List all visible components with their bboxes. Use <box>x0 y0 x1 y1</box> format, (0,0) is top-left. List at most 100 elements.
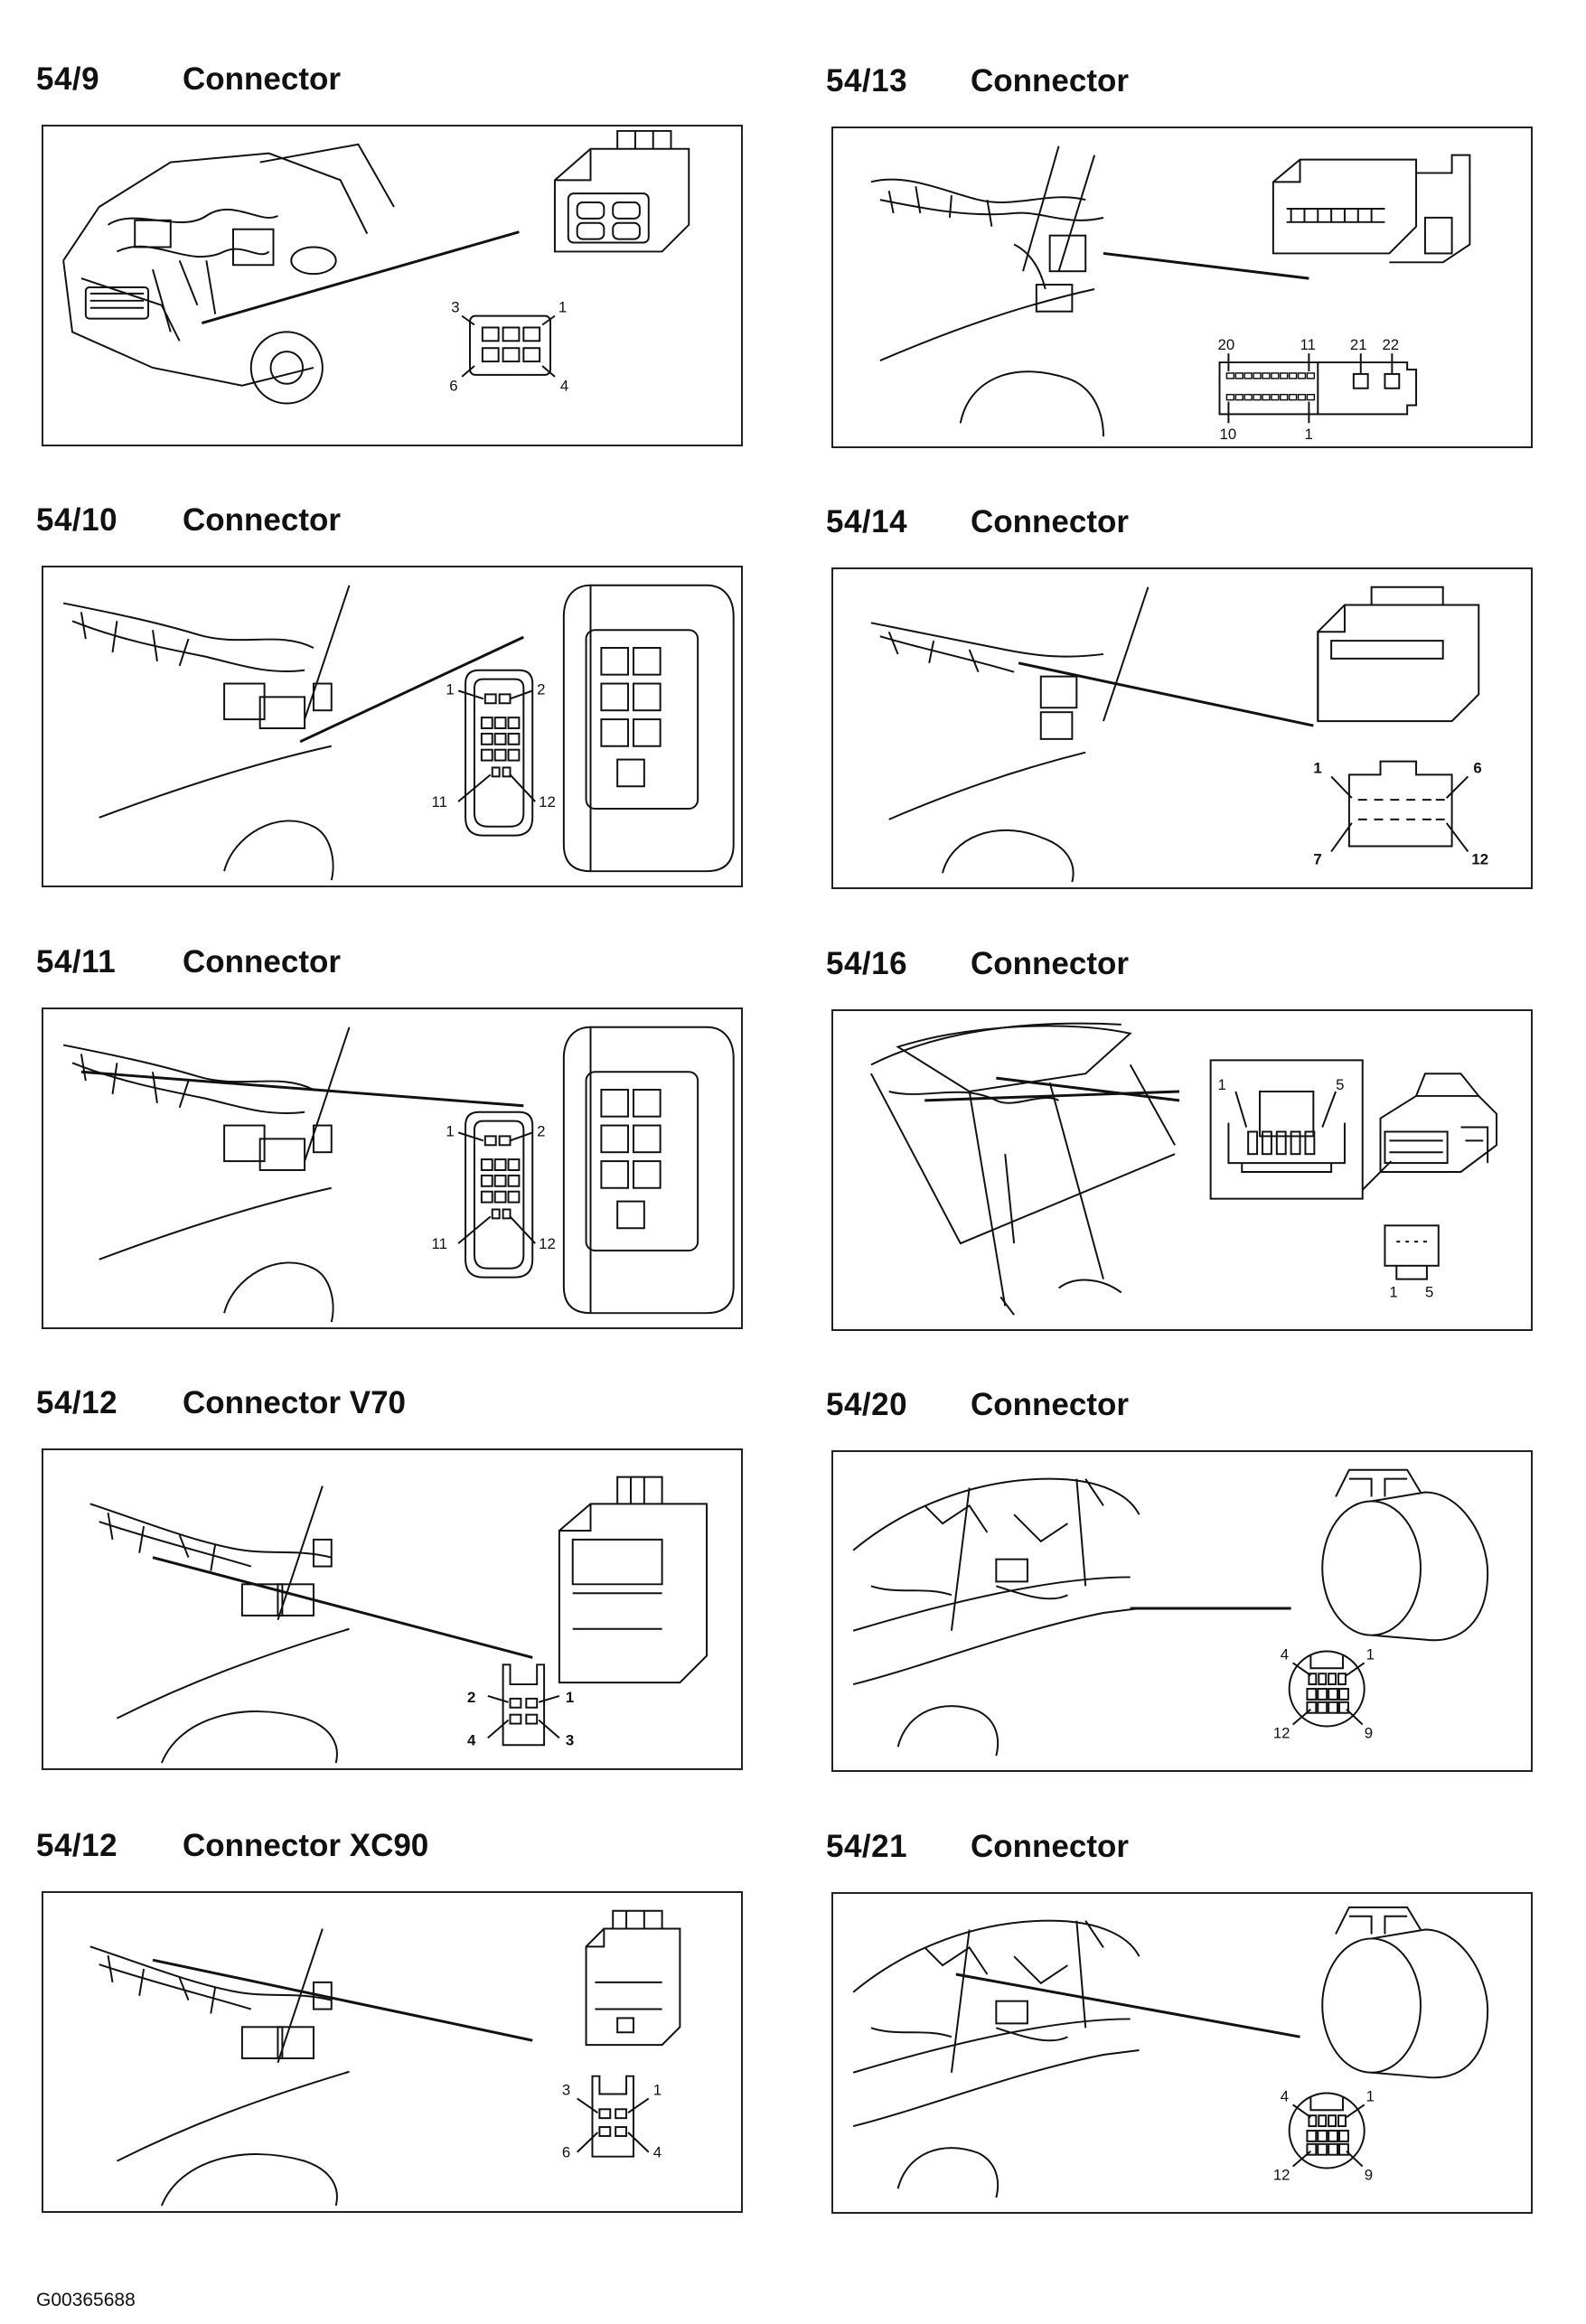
connector-code: 54/20 <box>826 1387 908 1422</box>
connector-code: 54/12 <box>36 1385 118 1420</box>
connector-diagram-panel: 3 1 6 4 <box>42 125 743 446</box>
leader-line <box>1103 251 1309 280</box>
pin-label: 9 <box>1365 2166 1373 2183</box>
pin-label: 21 <box>1350 336 1367 353</box>
wiring-harness-icon: 4 1 12 9 <box>852 1906 1489 2198</box>
pin-label: 11 <box>1300 336 1316 353</box>
connector-housing-icon <box>1321 1468 1489 1642</box>
connector-code: 54/16 <box>826 946 908 981</box>
leader-line <box>955 1973 1300 2038</box>
pin-label: 20 <box>1218 336 1235 353</box>
pin-label: 5 <box>1336 1076 1344 1093</box>
pin-layout-icon <box>1384 1224 1440 1280</box>
pin-layout-icon <box>457 669 536 837</box>
pin-label: 10 <box>1220 426 1237 443</box>
pin-label: 1 <box>1304 426 1312 443</box>
pin-label: 12 <box>1273 2166 1290 2183</box>
pin-label: 2 <box>537 680 545 698</box>
pin-label: 12 <box>1273 1724 1290 1741</box>
pin-label: 12 <box>539 1235 556 1252</box>
entry-heading: 54/12 Connector XC90 <box>36 1828 741 1882</box>
wiring-harness-icon: 4 1 12 9 <box>852 1468 1489 1757</box>
leader-line <box>152 1958 533 2042</box>
connector-diagram-panel: 1 6 7 12 <box>831 567 1533 889</box>
connector-title: Connector <box>971 1829 1129 1864</box>
pin-label: 2 <box>537 1122 545 1139</box>
connector-housing-icon <box>1321 1906 1489 2079</box>
pin-layout-icon <box>461 314 556 378</box>
connector-diagram-panel: 1 2 11 12 <box>42 566 743 887</box>
pin-label: 6 <box>562 2144 570 2161</box>
connector-code: 54/11 <box>36 944 117 979</box>
wiring-harness-icon: 3 1 6 4 <box>62 129 690 405</box>
pin-label: 1 <box>1218 1076 1226 1093</box>
connector-code: 54/21 <box>826 1829 908 1864</box>
connector-diagram-panel: 4 1 12 9 <box>831 1892 1533 2214</box>
wiring-harness-icon: 1 2 11 12 <box>62 584 735 881</box>
connector-code: 54/13 <box>826 63 908 98</box>
pin-label: 1 <box>558 299 567 316</box>
connector-title: Connector <box>971 1387 1129 1422</box>
wiring-harness-icon: 1 2 11 12 <box>62 1026 735 1323</box>
pin-label: 1 <box>566 1689 574 1706</box>
pin-label: 1 <box>446 680 454 698</box>
pin-layout-icon <box>1218 353 1418 424</box>
entry-heading: 54/13 Connector <box>826 63 1531 117</box>
pin-label: 1 <box>1389 1283 1397 1300</box>
entry-heading: 54/11 Connector <box>36 944 741 998</box>
connector-housing-icon <box>1272 154 1471 264</box>
connector-entry-54-16: 54/16 Connector <box>826 946 1533 1331</box>
leader-line <box>152 1556 533 1659</box>
connector-code: 54/14 <box>826 504 908 539</box>
connector-entry-54-21: 54/21 Connector <box>826 1829 1533 2214</box>
pin-label: 6 <box>1473 759 1481 776</box>
connector-title: Connector XC90 <box>183 1828 429 1863</box>
pin-label: 6 <box>449 378 457 395</box>
connector-title: Connector <box>183 61 341 97</box>
pin-label: 2 <box>467 1689 475 1706</box>
pin-label: 22 <box>1382 336 1399 353</box>
connector-title: Connector <box>183 944 341 979</box>
pin-label: 7 <box>1313 850 1321 867</box>
connector-title: Connector <box>971 946 1129 981</box>
connector-entry-54-12-v70: 54/12 Connector V70 <box>36 1385 743 1770</box>
pin-label: 1 <box>1366 1645 1375 1663</box>
leader-line <box>996 1076 1180 1102</box>
pin-layout-icon <box>1209 1059 1393 1200</box>
pin-label: 3 <box>562 2081 570 2098</box>
entry-heading: 54/12 Connector V70 <box>36 1385 741 1439</box>
pin-label: 11 <box>432 1235 447 1252</box>
connector-diagram-panel: 3 1 6 4 <box>42 1891 743 2213</box>
connector-entry-54-9: 54/9 Connector <box>36 61 743 446</box>
pin-layout-icon <box>576 2075 650 2158</box>
wiring-harness-icon: 1 6 7 12 <box>870 586 1488 883</box>
connector-housing-icon <box>562 1026 735 1315</box>
pin-label: 3 <box>451 299 459 316</box>
pin-label: 9 <box>1365 1724 1373 1741</box>
connector-entry-54-11: 54/11 Connector <box>36 944 743 1329</box>
connector-entry-54-20: 54/20 Connector <box>826 1387 1533 1772</box>
pin-label: 12 <box>539 793 556 811</box>
leader-line <box>1018 661 1314 727</box>
connector-title: Connector <box>183 502 341 538</box>
leader-line <box>201 230 520 324</box>
connector-diagram-panel: 2 1 4 3 <box>42 1448 743 1770</box>
pin-label: 4 <box>560 378 568 395</box>
connector-housing-icon <box>1379 1073 1498 1173</box>
connector-entry-54-12-xc90: 54/12 Connector XC90 <box>36 1828 743 2213</box>
connector-diagram-panel: 4 1 12 9 <box>831 1450 1533 1772</box>
wiring-harness-icon: 1 5 1 5 <box>870 1022 1498 1316</box>
pin-label: 4 <box>653 2144 662 2161</box>
entry-heading: 54/10 Connector <box>36 502 741 557</box>
connector-entry-54-14: 54/14 Connector <box>826 504 1533 889</box>
wiring-harness-icon: 3 1 6 4 <box>89 1909 681 2207</box>
connector-title: Connector <box>971 63 1129 98</box>
pin-label: 1 <box>446 1122 454 1139</box>
pin-label: 1 <box>1313 759 1321 776</box>
leader-line <box>924 1090 1180 1102</box>
connector-diagram-panel: 1 2 11 12 <box>42 1007 743 1329</box>
connector-housing-icon <box>553 129 690 253</box>
connector-entry-54-13: 54/13 Connector <box>826 63 1533 448</box>
pin-label: 3 <box>566 1731 574 1748</box>
connector-housing-icon <box>562 584 735 873</box>
